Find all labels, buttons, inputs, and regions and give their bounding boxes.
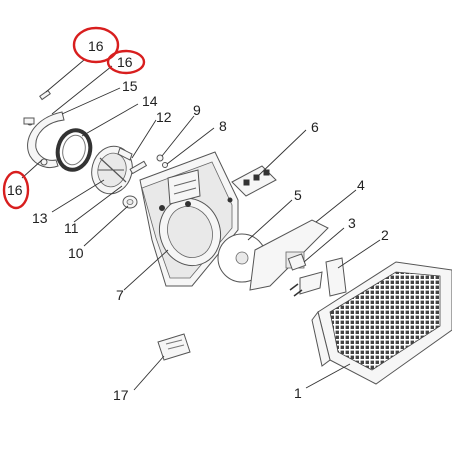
callout-16c: 16: [7, 182, 23, 198]
leader-1: [305, 363, 351, 389]
callout-4: 4: [357, 177, 365, 193]
leader-lines: [21, 59, 381, 391]
callout-14: 14: [142, 93, 158, 109]
part-14-seal-ring: [55, 128, 93, 172]
part-16-pin: [39, 89, 51, 101]
part-10-washer: [122, 195, 138, 209]
leader-10: [83, 205, 129, 247]
callout-15: 15: [122, 78, 138, 94]
part-2-clip: [325, 257, 347, 297]
callout-11: 11: [64, 220, 79, 236]
part-8-screw: [162, 162, 168, 168]
callout-16b: 16: [117, 54, 133, 70]
callout-labels: 16 16 15 14 12 9 8 6 16 5 4 13 11 3 2 10…: [7, 38, 389, 403]
leader-12: [131, 119, 157, 159]
callout-9: 9: [193, 102, 201, 118]
highlight-16a: [72, 26, 120, 64]
leader-14: [81, 103, 139, 137]
leader-15: [61, 87, 121, 115]
callout-3: 3: [348, 215, 356, 231]
leader-7: [123, 249, 169, 291]
leader-3: [303, 227, 345, 263]
callout-13: 13: [32, 210, 48, 226]
leader-16b: [51, 65, 113, 115]
leader-13: [51, 179, 105, 213]
callout-2: 2: [381, 227, 389, 243]
leader-6: [257, 129, 307, 177]
leader-5: [247, 199, 293, 241]
leader-11: [73, 185, 123, 223]
leader-2: [337, 239, 381, 269]
leader-17: [133, 355, 165, 391]
part-13-flap-housing: [91, 145, 148, 195]
part-3-connector: [287, 253, 323, 297]
callout-7: 7: [116, 287, 124, 303]
highlight-16c: [2, 170, 30, 210]
callout-12: 12: [156, 109, 172, 125]
callout-5: 5: [294, 187, 302, 203]
part-9-screw: [156, 154, 164, 162]
leader-16a: [45, 59, 85, 93]
highlight-marks: [2, 26, 146, 210]
part-1-front-grille: [311, 261, 452, 385]
leader-4: [315, 189, 357, 223]
leader-8: [166, 127, 215, 165]
callout-8: 8: [219, 118, 227, 134]
leader-9: [161, 115, 195, 157]
leader-16c: [21, 159, 43, 179]
part-15-clamp-ring: [23, 111, 65, 169]
highlight-16b: [106, 49, 146, 75]
part-17-label: [157, 333, 191, 361]
callout-17: 17: [113, 387, 129, 403]
callout-10: 10: [68, 245, 84, 261]
part-7-housing: [139, 151, 239, 287]
callout-16a: 16: [88, 38, 104, 54]
callout-1: 1: [294, 385, 302, 401]
callout-6: 6: [311, 119, 319, 135]
part-6-terminal-block: [231, 165, 277, 197]
